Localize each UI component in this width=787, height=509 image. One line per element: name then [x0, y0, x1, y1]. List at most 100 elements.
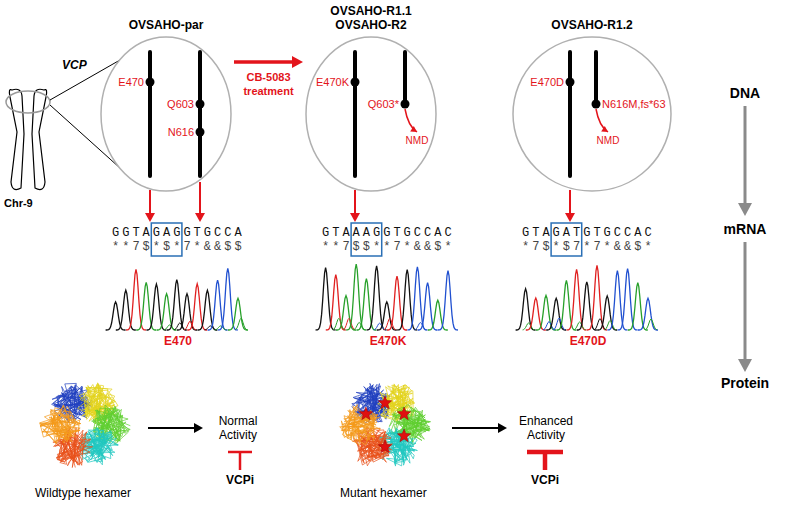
trace-noise [384, 318, 396, 329]
zoom-ellipse [6, 91, 50, 113]
text-label: NMD [406, 134, 429, 148]
mutation-dot [566, 78, 575, 87]
trace-peak [346, 264, 366, 330]
chromatid [9, 89, 24, 189]
mutation-label: Q603 [167, 97, 194, 111]
gray-arrow [744, 106, 747, 205]
trace-peak [146, 284, 166, 330]
mutation-dot [146, 78, 155, 87]
arrow-head [292, 56, 303, 68]
mutation-label: E470D [530, 75, 564, 89]
trace-peak [418, 283, 438, 330]
trace-noise [235, 318, 247, 330]
mutation-star [359, 407, 372, 420]
oval-node: OVSAHO-R1.2E470DN616M,fs*63 [512, 36, 672, 192]
arrow-head [498, 423, 507, 433]
trace-peak [407, 267, 427, 330]
sequence-text: GGTAGAGGTGCCA [112, 226, 245, 240]
oval-outline [100, 36, 232, 192]
mutation-dot [196, 128, 205, 137]
trace-noise [645, 319, 657, 330]
text-label: *7$*$7*7*&&$* [522, 240, 655, 254]
mutation-label: E470 [118, 75, 144, 89]
hexamer-structure [339, 383, 430, 466]
text-label: **7$*$*7*&&$$ [112, 240, 245, 254]
node-title: OVSAHO-R1.1 OVSAHO-R2 [323, 4, 419, 32]
inhibition-line [543, 452, 548, 470]
red-arrow [354, 190, 356, 215]
protein-subunit [40, 405, 81, 444]
trace-peak [187, 284, 207, 330]
trace-noise [594, 319, 606, 330]
text-label: VCP [62, 58, 87, 72]
sequence-text: GTAGATGTGCCAC [522, 226, 655, 240]
connector-label: CB-5083 treatment [232, 70, 306, 98]
red-arrow [569, 190, 571, 215]
arrow-head [410, 126, 417, 132]
text-label: E470D [570, 334, 607, 348]
oval-node: OVSAHO-parE470Q603N616 [100, 36, 232, 192]
trace-peak [126, 269, 146, 330]
sequence-text: GTAAAGGTGCCAC [322, 226, 455, 240]
connector-arrow [234, 56, 303, 68]
node-title: OVSAHO-R1.2 [522, 18, 662, 32]
trace-noise [374, 323, 386, 330]
flow-arrows [738, 106, 752, 372]
text-label: Mutant hexamer [340, 486, 427, 500]
mutation-star [378, 396, 391, 409]
mutation-label: N616M,fs*63 [602, 97, 666, 111]
trace-peak [438, 271, 458, 330]
inhibition-line [239, 452, 242, 470]
mutation-label: E470K [316, 75, 349, 89]
arrow-head [738, 359, 752, 372]
connector-line [234, 60, 295, 64]
text-label: VCPi [226, 473, 254, 487]
nmd-arrow [596, 109, 608, 132]
trace-peak [628, 283, 648, 330]
arrow-head [194, 423, 203, 433]
arrow-head [145, 213, 155, 222]
hexamers [40, 383, 431, 468]
oval-outline [512, 36, 672, 192]
chromatograms [106, 223, 658, 330]
trace-peak [167, 280, 187, 330]
trace-peak [326, 275, 346, 330]
mutation-label: N616 [168, 125, 194, 139]
chromosome [6, 89, 50, 189]
text-label: DNA [730, 86, 760, 100]
trace-peak [638, 298, 658, 330]
text-label: Normal Activity [207, 414, 269, 442]
trace-noise [553, 318, 565, 330]
black-arrow [148, 427, 195, 429]
mutation-star [397, 407, 410, 420]
trace-peak [228, 298, 248, 330]
activity-arrows [148, 423, 507, 433]
trace-peak [618, 269, 638, 330]
chromosome-strand [594, 52, 598, 104]
chromosome-strand [148, 52, 152, 176]
red-arrow [149, 190, 151, 215]
nmd-arrow [405, 109, 417, 132]
text-label: VCPi [531, 473, 559, 487]
arrow-head [601, 126, 608, 132]
gray-arrow [744, 242, 747, 361]
oval-node: OVSAHO-R1.1 OVSAHO-R2E470KQ603* [305, 36, 437, 192]
mutation-label: Q603* [368, 97, 399, 111]
chromosome-strand [568, 52, 572, 176]
node-title: OVSAHO-par [96, 18, 236, 32]
trace-peak [516, 289, 536, 330]
text-label: Wildtype hexamer [35, 486, 131, 500]
chromosome-strand [353, 52, 357, 176]
mutation-dot [401, 100, 410, 109]
arrow-head [565, 213, 575, 222]
oval-shape [306, 37, 436, 191]
oval-outline [305, 36, 437, 192]
text-label: Protein [721, 376, 769, 390]
text-label: E470 [164, 334, 192, 348]
trace-noise [333, 318, 345, 329]
text-label: mRNA [724, 222, 767, 236]
arrow-head [195, 213, 205, 222]
mutation-dot [351, 78, 360, 87]
hexamer-structure [40, 383, 131, 468]
text-label: Enhanced Activity [510, 414, 582, 442]
